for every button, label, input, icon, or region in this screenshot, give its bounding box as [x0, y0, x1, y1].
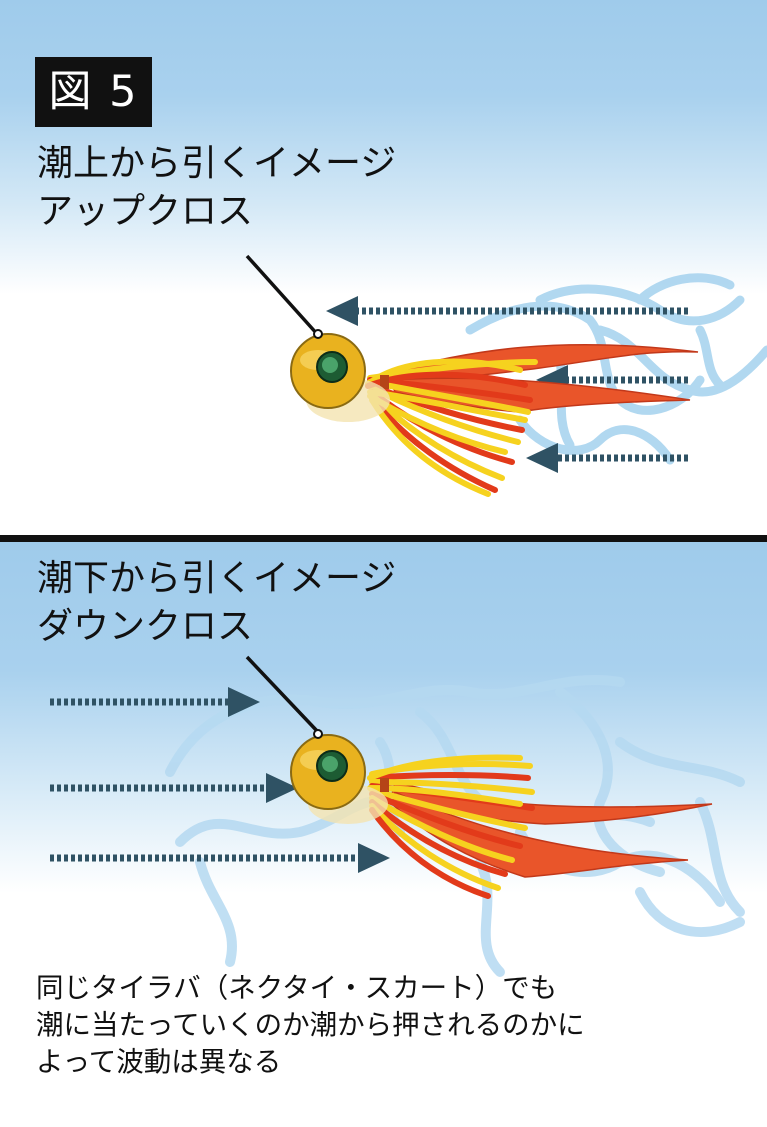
current-arrows — [50, 687, 390, 873]
figure-badge: 図 5 — [35, 57, 152, 127]
current-arrow-icon — [326, 296, 358, 326]
explanation-note: 同じタイラバ（ネクタイ・スカート）でも 潮に当たっていくのか潮から押されるのかに… — [36, 970, 585, 1081]
downcross-caption-line1: 潮下から引くイメージ — [37, 558, 397, 599]
current-arrow-icon — [228, 687, 260, 717]
figure-label: 図 5 — [48, 67, 139, 117]
note-line3: よって波動は異なる — [36, 1046, 282, 1078]
current-arrow-icon — [266, 773, 298, 803]
upcross-panel: 図 5 潮上から引くイメージ アップクロス — [0, 0, 767, 535]
upcross-caption-line2: アップクロス — [37, 191, 254, 232]
downcross-caption: 潮下から引くイメージ ダウンクロス — [37, 555, 396, 651]
tairaba-lure-icon — [290, 729, 713, 899]
downcross-panel: 潮下から引くイメージ ダウンクロス — [0, 542, 767, 1127]
pointer-line — [245, 254, 320, 337]
upcross-caption-line1: 潮上から引くイメージ — [37, 143, 397, 184]
downcross-caption-line2: ダウンクロス — [37, 606, 254, 647]
panel-divider — [0, 535, 767, 542]
upcross-caption: 潮上から引くイメージ アップクロス — [37, 140, 396, 236]
upcross-illustration — [245, 254, 767, 497]
current-arrow-icon — [358, 843, 390, 873]
note-line1: 同じタイラバ（ネクタイ・スカート）でも — [36, 972, 558, 1004]
current-arrow-icon — [526, 443, 558, 473]
tairaba-lure-icon — [290, 329, 699, 497]
downcross-illustration — [50, 655, 745, 977]
note-line2: 潮に当たっていくのか潮から押されるのかに — [36, 1009, 585, 1041]
pointer-line — [245, 655, 320, 734]
